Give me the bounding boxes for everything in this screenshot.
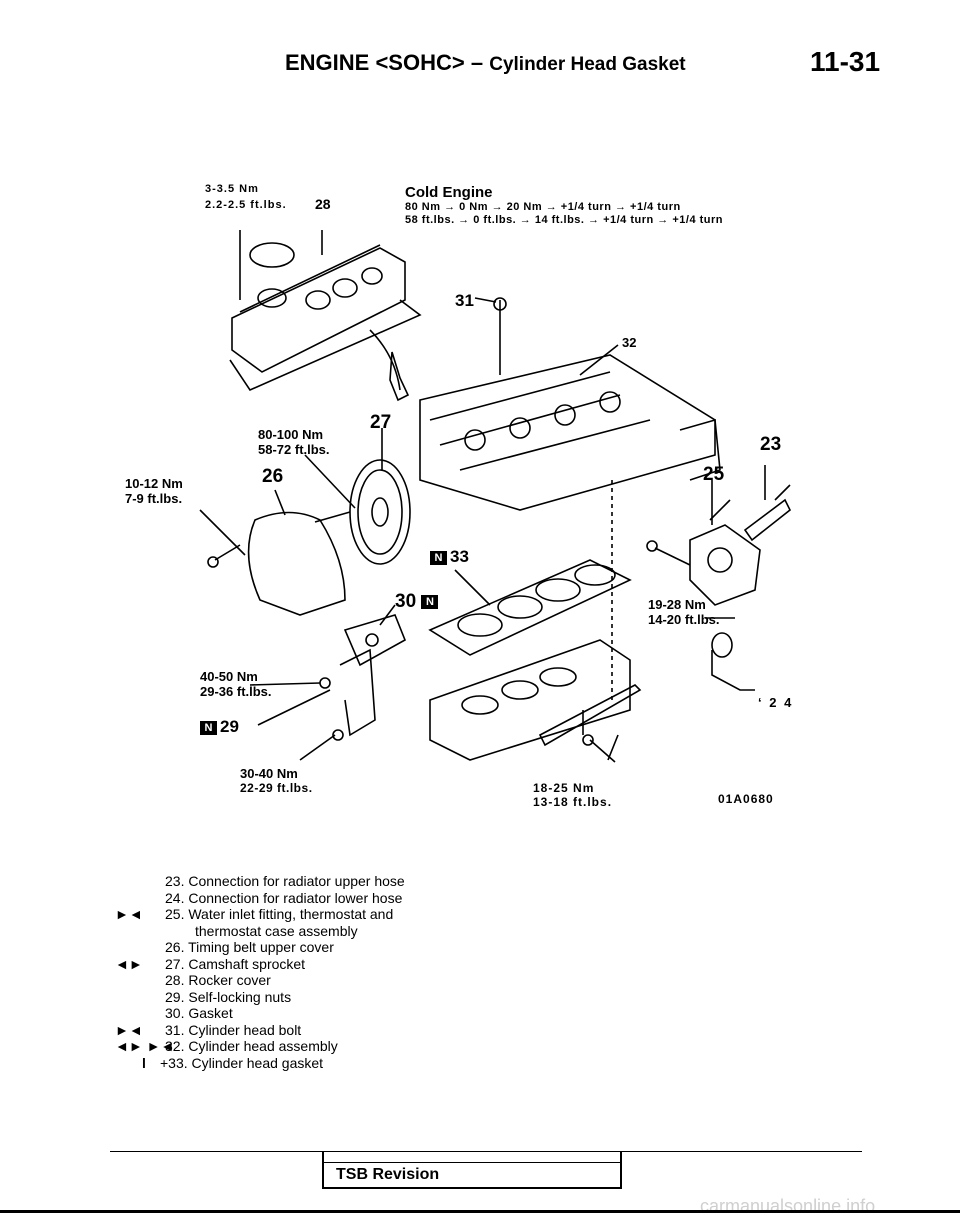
rocker-cover-drawing xyxy=(229,230,422,402)
legend-text: 27. Camshaft sprocket xyxy=(165,955,306,972)
cylinder-head-drawing xyxy=(419,354,721,511)
title-dash: – xyxy=(470,50,484,75)
legend-text: 24. Connection for radiator lower hose xyxy=(165,889,403,906)
legend-text: 26. Timing belt upper cover xyxy=(165,939,334,955)
engine-block-drawing xyxy=(429,480,642,763)
gasket-bracket-drawing xyxy=(249,604,407,761)
callout-23: 23 xyxy=(760,434,782,455)
torque-bracket-ft: 13-18 ft.lbs. xyxy=(533,795,613,809)
legend-text: +33. Cylinder head gasket xyxy=(160,1054,324,1071)
callout-28: 28 xyxy=(315,196,331,212)
cold-engine-line1: 80 Nm → 0 Nm → 20 Nm → +1/4 turn → +1/4 … xyxy=(405,201,681,213)
cold-engine-line2: 58 ft.lbs. → 0 ft.lbs. → 14 ft.lbs. → +1… xyxy=(405,214,724,226)
head-bolt-drawing xyxy=(474,297,507,375)
new-part-mark: N xyxy=(421,594,439,609)
figure-code: 01A0680 xyxy=(718,792,774,806)
legend-text: 31. Cylinder head bolt xyxy=(165,1021,302,1038)
torque-sprocket-ft: 58-72 ft.lbs. xyxy=(258,442,330,457)
page-number: 11-31 xyxy=(810,46,881,77)
legend-text: thermostat case assembly xyxy=(195,922,358,939)
legend-text: 30. Gasket xyxy=(165,1005,233,1021)
callout-26: 26 xyxy=(262,466,284,487)
tsb-revision-label: TSB Revision xyxy=(336,1166,440,1183)
sprocket-drawing xyxy=(304,428,411,565)
torque-lower-nm: 30-40 Nm xyxy=(240,766,298,781)
torque-cover-ft: 7-9 ft.lbs. xyxy=(125,491,183,506)
legend-text: 29. Self-locking nuts xyxy=(165,988,292,1005)
callout-30-group: 30 N xyxy=(395,591,441,613)
torque-nut-ft: 29-36 ft.lbs. xyxy=(200,684,272,699)
tsb-inner-rule xyxy=(324,1162,620,1163)
title-sub: Cylinder Head Gasket xyxy=(489,54,686,75)
torque-cover-nm: 10-12 Nm xyxy=(125,476,183,491)
lower-hose-drawing xyxy=(711,632,755,691)
page-title: ENGINE <SOHC> – Cylinder Head Gasket xyxy=(285,50,686,76)
torque-bracket-nm: 18-25 Nm xyxy=(533,781,595,795)
head-gasket-drawing xyxy=(428,559,632,656)
timing-cover-drawing xyxy=(199,489,346,616)
callout-30: 30 xyxy=(395,591,417,612)
torque-rocker-nm: 3-3.5 Nm xyxy=(205,183,259,195)
torque-inlet-nm: 19-28 Nm xyxy=(648,597,706,612)
new-part-mark: N xyxy=(430,550,447,565)
torque-nut-nm: 40-50 Nm xyxy=(200,669,258,684)
legend-mark: ◄► ►◄ xyxy=(115,1038,175,1054)
legend-mark: ►◄ xyxy=(115,906,143,922)
callout-25: 25 xyxy=(703,464,725,485)
torque-lower-ft: 22-29 ft.lbs. xyxy=(240,781,313,795)
tsb-revision-box: TSB Revision xyxy=(322,1152,622,1189)
hose-drawing xyxy=(743,465,792,542)
callout-32: 32 xyxy=(622,335,637,350)
new-part-mark: N xyxy=(200,720,217,735)
callout-31: 31 xyxy=(455,291,474,310)
callout-33: 33 xyxy=(450,547,469,566)
torque-rocker-ft: 2.2-2.5 ft.lbs. xyxy=(205,199,287,211)
legend-text: 32. Cylinder head assembly xyxy=(165,1038,338,1054)
watermark: carmanualsonline.info xyxy=(700,1196,876,1216)
callout-27: 27 xyxy=(370,412,392,433)
legend-mark: ►◄ xyxy=(115,1021,143,1038)
cold-engine-title: Cold Engine xyxy=(405,184,493,201)
torque-sprocket-nm: 80-100 Nm xyxy=(258,427,324,442)
legend-text: 23. Connection for radiator upper hose xyxy=(165,873,405,889)
callout-24: ‘ 2 4 xyxy=(758,695,794,710)
legend-mark: l xyxy=(142,1054,146,1071)
water-inlet-drawing xyxy=(646,480,761,619)
legend-text: 28. Rocker cover xyxy=(165,972,271,988)
callout-29: 29 xyxy=(220,717,239,736)
title-main: ENGINE <SOHC> xyxy=(285,50,465,75)
legend-text: 25. Water inlet fitting, thermostat and xyxy=(165,906,394,922)
legend-mark: ◄► xyxy=(115,955,143,972)
torque-inlet-ft: 14-20 ft.lbs. xyxy=(648,612,720,627)
bottom-rule xyxy=(0,1210,960,1213)
footer-rule xyxy=(110,1151,862,1152)
